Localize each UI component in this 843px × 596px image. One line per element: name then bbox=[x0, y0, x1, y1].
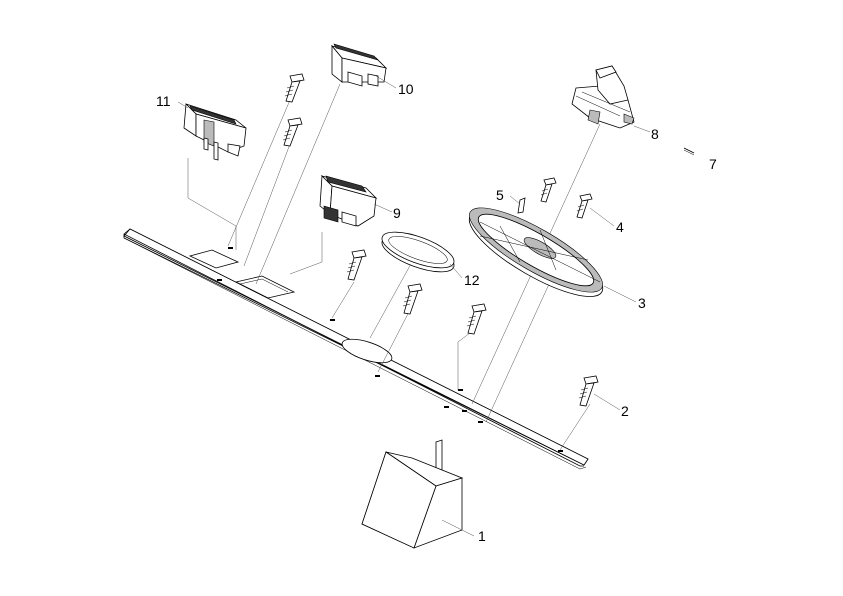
callout-1: 1 bbox=[478, 528, 486, 544]
screw-plate-2 bbox=[402, 283, 423, 315]
part-5-pin bbox=[517, 197, 526, 214]
part-8-knob bbox=[571, 65, 635, 129]
callout-8: 8 bbox=[651, 126, 659, 142]
callout-11: 11 bbox=[156, 93, 171, 109]
part-7-pin bbox=[683, 147, 695, 156]
part-10-switch bbox=[330, 43, 388, 87]
screw-top-left-1 bbox=[284, 73, 305, 103]
part-12-washer bbox=[381, 231, 455, 273]
callout-7: 7 bbox=[709, 156, 717, 172]
screws bbox=[282, 73, 599, 407]
screw-top-left-2 bbox=[282, 117, 303, 147]
callout-4: 4 bbox=[616, 219, 624, 235]
callout-2: 2 bbox=[621, 403, 629, 419]
callout-10: 10 bbox=[398, 81, 414, 97]
part-11-switch bbox=[183, 103, 247, 161]
screw-plate-3 bbox=[466, 303, 487, 335]
part-3-disc bbox=[468, 207, 604, 297]
callout-leaders bbox=[177, 75, 651, 537]
callout-3: 3 bbox=[638, 295, 646, 311]
callout-labels: 1 2 3 4 5 7 8 9 10 11 12 bbox=[156, 81, 717, 544]
screw-disc bbox=[540, 177, 557, 203]
part-1-motor bbox=[361, 439, 464, 549]
panel-plate bbox=[123, 228, 589, 470]
screw-plate-1 bbox=[346, 249, 367, 281]
part-9-switch bbox=[319, 175, 378, 227]
callout-12: 12 bbox=[464, 272, 480, 288]
callout-5: 5 bbox=[496, 187, 504, 203]
part-4-screw bbox=[576, 193, 593, 219]
callout-9: 9 bbox=[393, 205, 401, 221]
part-2-screw bbox=[578, 375, 599, 407]
